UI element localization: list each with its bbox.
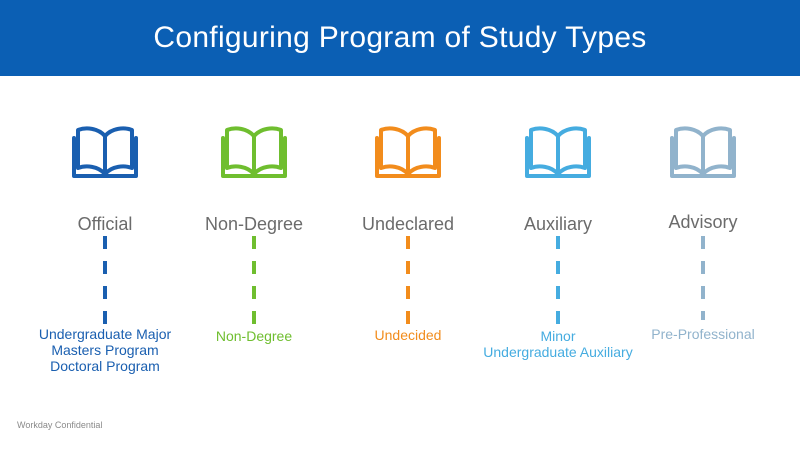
program-item: Undecided [374, 327, 442, 343]
title-bar: Configuring Program of Study Types [0, 0, 800, 76]
program-list: Undecided [313, 327, 503, 343]
dashed-connector [556, 236, 560, 324]
confidential-footer: Workday Confidential [17, 420, 103, 430]
open-book-icon [670, 126, 736, 178]
type-column-non-degree: Non-Degree Non-Degree [169, 124, 339, 454]
program-list: Undergraduate Major Masters Program Doct… [10, 326, 200, 374]
program-item: Masters Program [51, 342, 159, 358]
type-label: Official [77, 214, 133, 234]
program-list: Pre-Professional [608, 326, 798, 342]
program-item: Doctoral Program [50, 358, 160, 374]
open-book-icon [525, 126, 591, 178]
dashed-connector [406, 236, 410, 324]
open-book-icon [221, 126, 287, 178]
type-column-auxiliary: Auxiliary Minor Undergraduate Auxiliary [473, 124, 643, 454]
open-book-icon [72, 126, 138, 178]
program-item: Pre-Professional [651, 326, 755, 342]
program-list: Non-Degree [159, 328, 349, 344]
type-label: Non-Degree [204, 214, 304, 234]
type-label: Auxiliary [523, 214, 593, 234]
dashed-connector [103, 236, 107, 324]
type-column-official: Official Undergraduate Major Masters Pro… [20, 124, 190, 454]
program-item: Undergraduate Auxiliary [483, 344, 633, 360]
type-column-advisory: Advisory Pre-Professional [618, 124, 788, 454]
type-column-undeclared: Undeclared Undecided [323, 124, 493, 454]
type-label: Advisory [668, 212, 738, 232]
type-label: Undeclared [361, 214, 455, 234]
page-title: Configuring Program of Study Types [153, 21, 647, 54]
open-book-icon [375, 126, 441, 178]
dashed-connector [252, 236, 256, 324]
program-list: Minor Undergraduate Auxiliary [463, 328, 653, 360]
program-item: Undergraduate Major [38, 326, 172, 342]
dashed-connector [701, 236, 705, 320]
program-item: Non-Degree [215, 328, 293, 344]
program-item: Minor [540, 328, 576, 344]
